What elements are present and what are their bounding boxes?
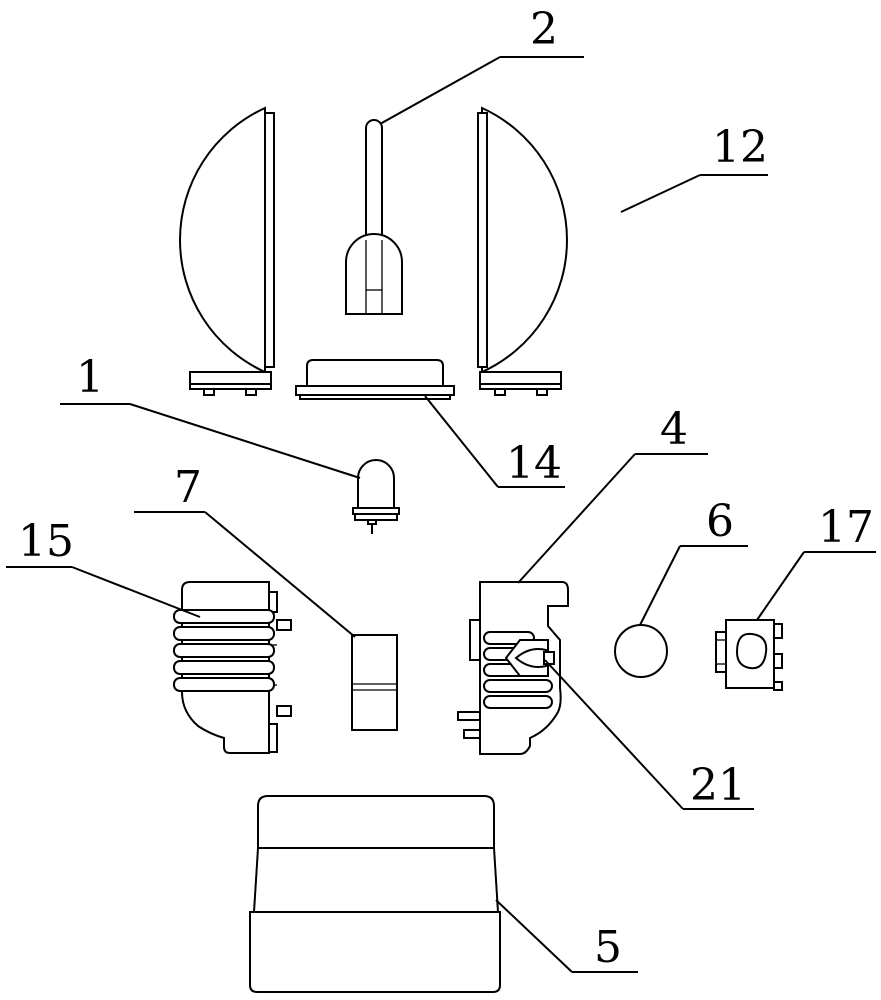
label-2: 2 xyxy=(530,4,558,55)
label-1: 1 xyxy=(76,352,104,403)
label-21: 21 xyxy=(690,760,746,811)
right-hemisphere-shell xyxy=(477,106,568,396)
left-coil-housing xyxy=(173,581,292,754)
label-6: 6 xyxy=(706,496,734,547)
block-part xyxy=(351,634,398,731)
label-7: 7 xyxy=(174,462,202,513)
base-container-part xyxy=(249,795,501,993)
label-12: 12 xyxy=(712,122,768,173)
right-housing xyxy=(457,581,569,755)
ball-part xyxy=(614,624,668,678)
reference-numerals: 2 12 1 14 4 7 6 15 17 21 5 xyxy=(18,4,874,973)
led-part xyxy=(352,459,400,534)
leader-lines xyxy=(6,56,876,973)
label-17: 17 xyxy=(818,502,874,553)
label-15: 15 xyxy=(18,516,74,567)
antenna-rod-part xyxy=(345,119,403,315)
label-4: 4 xyxy=(660,404,688,455)
clip-part xyxy=(715,619,783,691)
label-5: 5 xyxy=(594,922,622,973)
base-plate-part xyxy=(295,359,455,400)
left-hemisphere-shell xyxy=(179,106,275,396)
label-14: 14 xyxy=(506,438,562,489)
